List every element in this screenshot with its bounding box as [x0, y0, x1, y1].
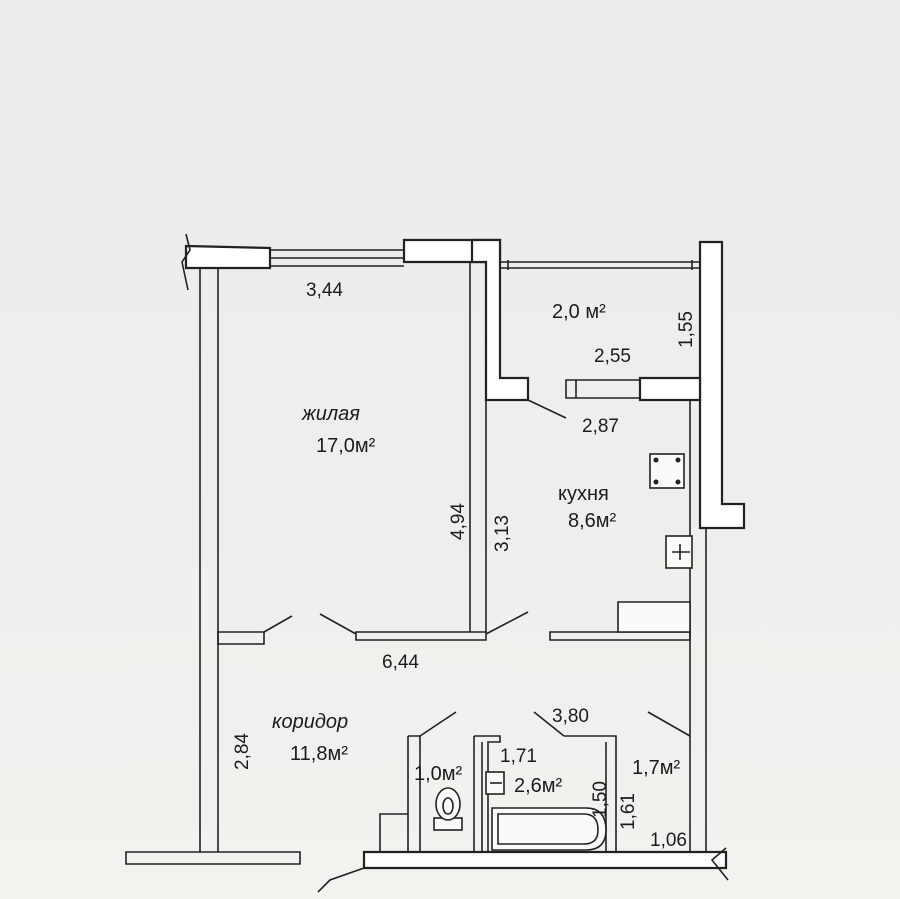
- wall-bottom-left: [125, 851, 301, 865]
- closet-area: 1,7м²: [632, 757, 681, 779]
- living-room-name: жилая: [301, 403, 360, 425]
- wall-partition-balcony: [470, 238, 530, 402]
- partition-kitchen: [549, 631, 691, 641]
- walls: [125, 233, 746, 893]
- room-labels: жилая 17,0м² кухня 8,6м² коридор 11,8м² …: [272, 301, 681, 797]
- fixtures: [433, 453, 693, 851]
- kitchen-counter: [617, 601, 691, 633]
- living-room-area: 17,0м²: [316, 435, 376, 457]
- dim-living-top: 3,44: [306, 280, 343, 301]
- dim-kitchen-side: 3,13: [492, 515, 513, 552]
- sink-icon: [485, 771, 505, 795]
- partitions: [217, 399, 691, 853]
- dim-bath-width: 1,71: [500, 746, 537, 767]
- dim-corridor-side: 2,84: [232, 733, 253, 770]
- kitchen-sink-icon: [665, 535, 693, 569]
- wall-left-outer: [199, 268, 219, 852]
- door-kitchen: [485, 611, 529, 635]
- kitchen-area: 8,6м²: [568, 510, 617, 532]
- wall-bottom-break: [317, 847, 729, 893]
- corridor-name: коридор: [272, 711, 348, 733]
- bath-area: 2,6м²: [514, 775, 563, 797]
- door-bath: [533, 711, 565, 737]
- door-wc: [419, 711, 457, 737]
- partition-wc: [379, 735, 421, 853]
- window-living: [270, 249, 404, 267]
- dimension-labels: 3,44 4,94 3,13 6,44 1,55 2,55 2,87 2,84 …: [232, 280, 697, 851]
- dim-balcony-side: 1,55: [676, 311, 697, 348]
- wall-bottom: [362, 850, 728, 870]
- dim-kitchen-top: 2,87: [582, 416, 619, 437]
- stove-icon: [649, 453, 685, 489]
- line-kitchen-top: [527, 399, 567, 419]
- wall-top-left: [184, 244, 272, 270]
- kitchen-name: кухня: [558, 483, 609, 505]
- partition-living-right: [355, 631, 487, 641]
- wall-living-right: [469, 262, 487, 632]
- dim-closet-side: 1,61: [618, 793, 639, 830]
- window-balcony: [500, 260, 700, 270]
- door-balcony: [565, 379, 641, 399]
- partition-bath-right: [564, 735, 617, 853]
- wall-right-outer: [698, 240, 746, 530]
- dim-balcony-width: 2,55: [594, 346, 631, 367]
- corridor-area: 11,8м²: [290, 743, 348, 765]
- door-closet: [647, 711, 691, 737]
- door-living: [263, 613, 357, 635]
- balcony-area: 2,0 м²: [552, 301, 606, 323]
- dim-closet-width: 1,06: [650, 830, 687, 851]
- wc-area: 1,0м²: [414, 763, 463, 785]
- dim-living-bottom: 6,44: [382, 652, 419, 673]
- wall-break-mark: [181, 233, 191, 291]
- toilet-icon: [433, 787, 463, 831]
- dim-living-side: 4,94: [448, 503, 469, 540]
- dim-bath-side: 1,50: [590, 781, 611, 818]
- partition-living-left: [217, 631, 265, 645]
- wall-balcony-door: [638, 376, 702, 402]
- bathtub-icon: [491, 807, 607, 851]
- dim-corridor-bottom: 3,80: [552, 706, 589, 727]
